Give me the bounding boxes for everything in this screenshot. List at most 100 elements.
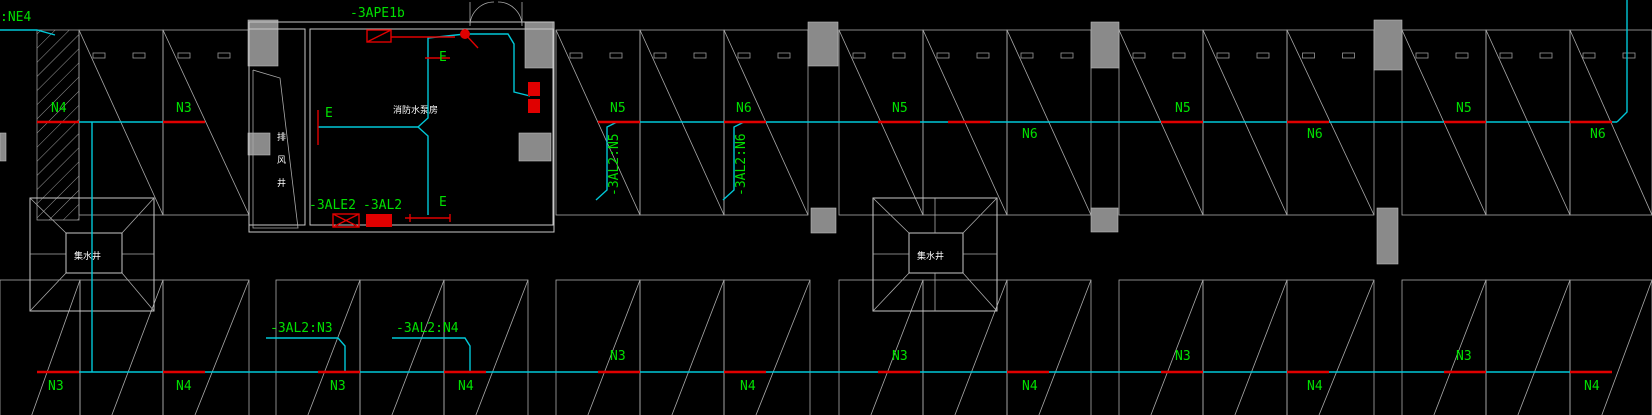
pump-room: 消防水泵房 排 风 井 — [248, 1, 555, 233]
column — [1090, 207, 1119, 233]
parking-bay — [1118, 279, 1204, 415]
bay-diagonal — [1038, 279, 1092, 415]
parking-bay — [723, 279, 811, 415]
parking-bay — [922, 279, 1008, 415]
column — [0, 132, 7, 162]
bay-diagonal — [1601, 279, 1652, 415]
column — [518, 132, 552, 162]
circuit-label-l12: N4 — [1584, 379, 1600, 394]
pump-unit — [528, 82, 540, 96]
bay-diagonal — [162, 29, 250, 216]
column — [810, 207, 837, 234]
door-arc-left — [469, 1, 495, 27]
earth-label: E — [439, 50, 447, 65]
bay-diagonal — [954, 279, 1008, 415]
lamp-mark — [892, 52, 906, 59]
circuit-label-u9: N5 — [1456, 101, 1472, 116]
circuit-label-u10: N6 — [1590, 127, 1606, 142]
lamp-mark — [653, 52, 667, 59]
drop-n5 — [595, 121, 618, 201]
exhaust-shaft-wall — [248, 28, 306, 226]
column — [807, 21, 839, 67]
bay-diagonal — [391, 279, 445, 415]
circuit-label-l4: N4 — [458, 379, 474, 394]
top-left-circuit-label: :NE4 — [0, 10, 31, 25]
column — [247, 132, 271, 156]
pump-room-inner-wall — [309, 28, 554, 226]
circuit-label-l1: N3 — [48, 379, 64, 394]
lamp-mark — [777, 52, 791, 59]
circuit-label-l2: N4 — [176, 379, 192, 394]
sump-pit-inner — [65, 232, 123, 274]
pump-unit — [528, 99, 540, 113]
earth-label: E — [325, 106, 333, 121]
lamp-mark — [1342, 52, 1355, 59]
vertical-n6-label: -3AL2:N6 — [734, 133, 749, 196]
panel-al-label: -3AL2 — [363, 198, 402, 213]
lamp-mark — [177, 52, 191, 59]
shaft-side-label-a: 排 — [277, 131, 286, 143]
bay-diagonal — [1150, 279, 1204, 415]
circuit-label-u8: N6 — [1307, 127, 1323, 142]
top-left-circuit-wire — [0, 29, 56, 36]
earth-label: E — [439, 195, 447, 210]
lamp-mark — [1216, 52, 1230, 59]
circuit-label-l11: N3 — [1456, 349, 1472, 364]
column — [1373, 19, 1403, 71]
parking-bay — [162, 279, 250, 415]
panel-ale-label: -3ALE2 — [309, 198, 356, 213]
parking-bay — [1485, 279, 1571, 415]
bay-diagonal — [111, 279, 164, 415]
circuit-label-u5: N5 — [892, 101, 908, 116]
bay-diagonal — [755, 279, 811, 415]
circuit-segments — [37, 120, 1612, 374]
circuit-label-l6: N4 — [740, 379, 756, 394]
circuit-label-u2: N3 — [176, 101, 192, 116]
drop-n6 — [722, 121, 745, 201]
circuit-label-l10: N4 — [1307, 379, 1323, 394]
lamp-mark — [737, 52, 751, 59]
bay-diagonal — [307, 279, 361, 415]
circuit-label-l3: N3 — [330, 379, 346, 394]
lamp-mark — [1582, 52, 1596, 59]
parking-bay — [1569, 279, 1652, 415]
bay-diagonal — [870, 279, 924, 415]
bay-diagonal — [475, 279, 529, 415]
lamp-mark — [132, 52, 146, 59]
shaft-side-label-c: 井 — [277, 177, 286, 189]
parking-bay — [1286, 279, 1375, 415]
ref-n4-label: -3AL2:N4 — [396, 321, 459, 336]
pump-room-equipment — [317, 29, 540, 228]
circuit-label-l5: N3 — [610, 349, 626, 364]
labels: :NE4 -3APE1b -3ALE2 -3AL2 E E E -3AL2:N3… — [0, 6, 749, 336]
lamp-mark — [1499, 52, 1513, 59]
lamp-mark — [1415, 52, 1429, 59]
lamp-mark — [569, 52, 583, 59]
circuit-label-u1: N4 — [51, 101, 67, 116]
circuit-label-l8: N4 — [1022, 379, 1038, 394]
lamp-mark — [217, 52, 231, 59]
lamp-mark — [1172, 52, 1186, 59]
ref-n4-wire — [392, 337, 471, 372]
lamp-mark — [1020, 52, 1034, 59]
lamp-mark — [92, 52, 106, 59]
circuit-label-u4: N6 — [736, 101, 752, 116]
sump-pit-label: 集水井 — [917, 250, 944, 262]
panel-ape-label: -3APE1b — [350, 6, 405, 21]
bay-diagonal — [1433, 279, 1487, 415]
bay-diagonal — [1517, 279, 1571, 415]
column — [247, 19, 279, 67]
lamp-mark — [1060, 52, 1074, 59]
bay-diagonal — [587, 279, 641, 415]
lamp-mark — [1455, 52, 1469, 59]
lamp-mark — [1132, 52, 1146, 59]
lamp-mark — [976, 52, 990, 59]
wiring — [0, 0, 1628, 373]
ref-n3-wire — [266, 337, 346, 372]
sump-pit-inner — [908, 232, 964, 274]
hatched-wall — [36, 29, 80, 221]
parking-bay — [275, 279, 361, 415]
panel-ale-box — [332, 213, 360, 228]
